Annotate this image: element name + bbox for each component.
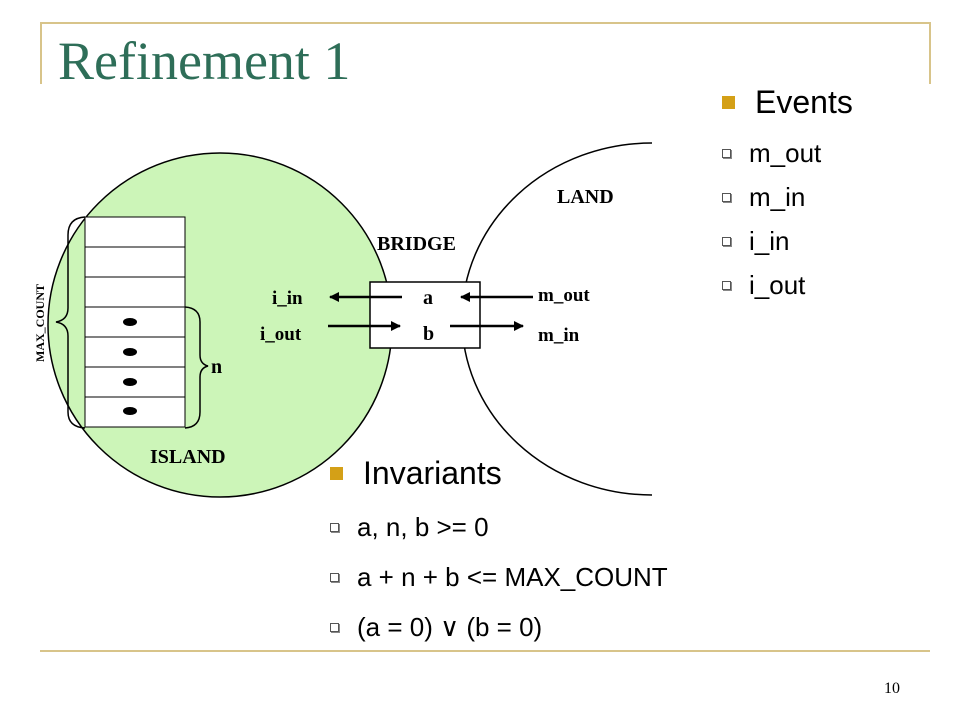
hollow-square-bullet-icon <box>722 236 731 246</box>
max-count-brace <box>55 216 86 429</box>
list-item: m_out <box>722 131 853 175</box>
events-heading-text: Events <box>755 84 853 120</box>
frame-bottom-line <box>40 650 930 652</box>
slot-stack <box>84 216 186 428</box>
list-item: a, n, b >= 0 <box>330 502 668 552</box>
event-item-text: m_in <box>749 181 806 212</box>
bridge-var-b: b <box>423 323 434 345</box>
square-bullet-icon <box>330 467 343 480</box>
token <box>123 378 137 386</box>
events-section: Events m_out m_in i_in i_out <box>722 84 853 307</box>
n-label: n <box>211 356 222 378</box>
hollow-square-bullet-icon <box>330 522 339 532</box>
event-i-out-label: i_out <box>260 324 302 345</box>
events-heading: Events <box>722 84 853 121</box>
max-count-label: MAX_COUNT <box>33 284 47 362</box>
invariants-heading: Invariants <box>330 455 668 492</box>
list-item: i_out <box>722 263 853 307</box>
n-brace <box>184 306 209 429</box>
events-list: m_out m_in i_in i_out <box>722 131 853 307</box>
island-label: ISLAND <box>150 446 226 468</box>
invariants-section: Invariants a, n, b >= 0 a + n + b <= MAX… <box>330 455 668 652</box>
event-i-in-label: i_in <box>272 288 303 309</box>
invariants-list: a, n, b >= 0 a + n + b <= MAX_COUNT (a =… <box>330 502 668 652</box>
event-item-text: i_out <box>749 269 806 300</box>
slot <box>84 216 186 248</box>
list-item: i_in <box>722 219 853 263</box>
page-number: 10 <box>884 680 900 697</box>
slot <box>84 246 186 278</box>
hollow-square-bullet-icon <box>722 192 731 202</box>
event-m-out-label: m_out <box>538 285 590 306</box>
invariants-heading-text: Invariants <box>363 455 502 491</box>
frame-top-line <box>40 22 930 24</box>
event-item-text: i_in <box>749 225 790 256</box>
event-m-in-label: m_in <box>538 325 580 346</box>
invariant-item-text: a + n + b <= MAX_COUNT <box>357 561 668 592</box>
slide-title: Refinement 1 <box>58 31 351 91</box>
list-item: (a = 0) ∨ (b = 0) <box>330 602 668 652</box>
frame-left-line <box>40 22 42 84</box>
bridge-box <box>369 281 481 349</box>
list-item: a + n + b <= MAX_COUNT <box>330 552 668 602</box>
hollow-square-bullet-icon <box>330 622 339 632</box>
frame-right-line <box>929 22 931 84</box>
bridge-label: BRIDGE <box>377 233 456 255</box>
hollow-square-bullet-icon <box>330 572 339 582</box>
hollow-square-bullet-icon <box>722 148 731 158</box>
event-item-text: m_out <box>749 137 822 168</box>
invariant-item-text: (a = 0) ∨ (b = 0) <box>357 611 543 642</box>
token <box>123 348 137 356</box>
token <box>123 407 137 415</box>
list-item: m_in <box>722 175 853 219</box>
token <box>123 318 137 326</box>
land-label: LAND <box>557 186 614 208</box>
invariant-item-text: a, n, b >= 0 <box>357 511 489 542</box>
token-group <box>123 318 137 415</box>
bridge-var-a: a <box>423 287 433 309</box>
square-bullet-icon <box>722 96 735 109</box>
hollow-square-bullet-icon <box>722 280 731 290</box>
slot <box>84 276 186 308</box>
